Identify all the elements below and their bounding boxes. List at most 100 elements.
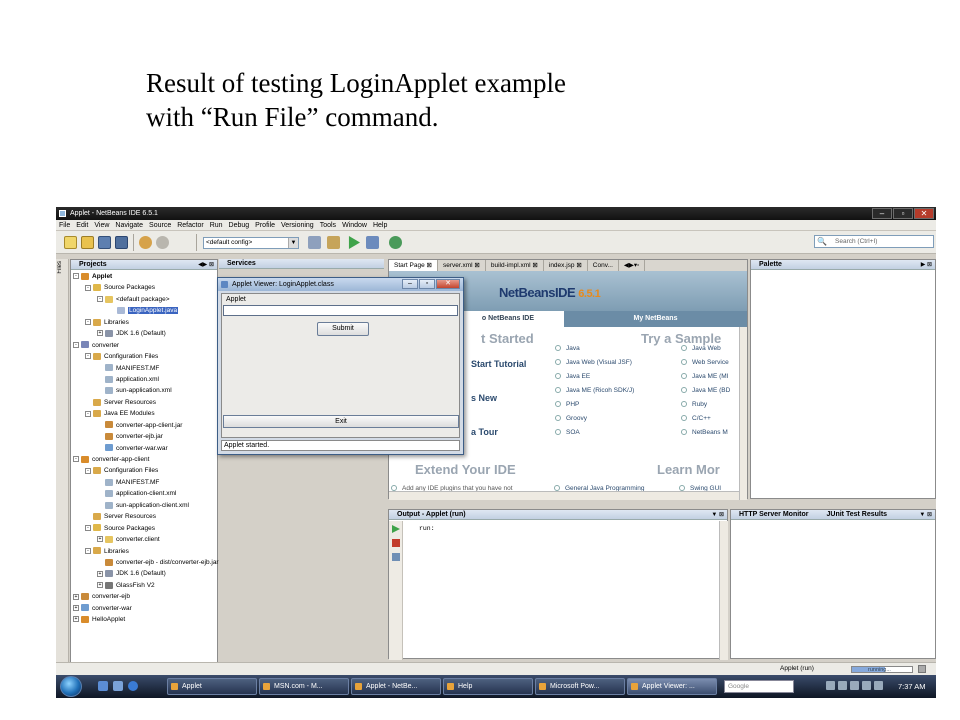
tree-node[interactable]: converter-ejb.jar xyxy=(73,431,219,442)
collapse-icon[interactable]: - xyxy=(85,353,91,360)
tab-start-page[interactable]: Start Page ⊠ xyxy=(389,260,438,271)
maximize-button[interactable]: ▫ xyxy=(893,208,913,219)
save-all-icon[interactable] xyxy=(115,236,128,249)
exit-button[interactable]: Exit xyxy=(223,415,459,428)
http-monitor-title[interactable]: HTTP Server Monitor xyxy=(739,511,809,518)
sample-link[interactable]: Java ME (MI xyxy=(681,373,728,380)
tree-node[interactable]: -<default package> xyxy=(73,294,219,305)
config-select[interactable]: <default config> ▼ xyxy=(203,237,299,249)
tree-node[interactable]: -Configuration Files xyxy=(73,351,219,362)
start-page-horizontal-scrollbar[interactable] xyxy=(389,491,739,500)
collapse-icon[interactable]: - xyxy=(97,296,103,303)
tab-scroll-arrows-icon[interactable]: ◀▶▾▫ xyxy=(619,260,646,271)
tree-node[interactable]: converter-war.war xyxy=(73,443,219,454)
collapse-icon[interactable]: - xyxy=(85,319,91,326)
build-hammer-icon[interactable] xyxy=(308,236,321,249)
tray-security-icon[interactable] xyxy=(850,681,859,690)
tab-build-impl-xml[interactable]: build-impl.xml ⊠ xyxy=(486,260,544,271)
files-side-tab[interactable]: Files xyxy=(56,259,69,669)
taskbar-item-help[interactable]: Help xyxy=(443,678,533,695)
settings-icon[interactable] xyxy=(392,553,400,561)
tree-node[interactable]: -converter-app-client xyxy=(73,454,219,465)
new-project-icon[interactable] xyxy=(64,236,77,249)
profile-icon[interactable] xyxy=(389,236,402,249)
tree-node[interactable]: +HelloApplet xyxy=(73,614,219,625)
sample-link[interactable]: Web Service xyxy=(681,359,729,366)
palette-header[interactable]: Palette ▶ ⊠ xyxy=(751,260,935,270)
show-desktop-icon[interactable] xyxy=(98,681,108,691)
tab-index-jsp[interactable]: index.jsp ⊠ xyxy=(544,260,588,271)
stop-icon[interactable] xyxy=(392,539,400,547)
sample-link[interactable]: Java xyxy=(555,345,580,352)
tree-node[interactable]: +GlassFish V2 xyxy=(73,580,219,591)
panel-controls-icon[interactable]: ▼ ⊠ xyxy=(711,512,724,518)
tree-node[interactable]: +JDK 1.6 (Default) xyxy=(73,568,219,579)
applet-minimize-button[interactable]: – xyxy=(402,279,418,289)
applet-maximize-button[interactable]: ▫ xyxy=(419,279,435,289)
tree-node[interactable]: converter-ejb - dist/converter-ejb.jar xyxy=(73,557,219,568)
tree-node[interactable]: +JDK 1.6 (Default) xyxy=(73,328,219,339)
tree-node[interactable]: LoginApplet.java xyxy=(73,305,219,316)
tree-node[interactable]: -Source Packages xyxy=(73,282,219,293)
rerun-icon[interactable] xyxy=(392,525,400,533)
start-page-vertical-scrollbar[interactable] xyxy=(739,327,747,500)
taskbar-item-applet-viewer[interactable]: Applet Viewer: ... xyxy=(627,678,717,695)
tree-node[interactable]: +converter-ejb xyxy=(73,591,219,602)
taskbar-item-applet[interactable]: Applet xyxy=(167,678,257,695)
taskbar-clock[interactable]: 7:37 AM xyxy=(898,682,926,691)
run-icon[interactable] xyxy=(348,236,360,249)
tree-node[interactable]: -Source Packages xyxy=(73,523,219,534)
menu-source[interactable]: Source xyxy=(149,222,172,229)
link-take-tour[interactable]: a Tour xyxy=(471,427,498,437)
link-whats-new[interactable]: s New xyxy=(471,393,498,403)
tree-node[interactable]: -Java EE Modules xyxy=(73,408,219,419)
applet-title-bar[interactable]: Applet Viewer: LoginApplet.class – ▫ ✕ xyxy=(218,278,463,291)
expand-icon[interactable]: + xyxy=(73,593,79,600)
close-button[interactable]: ✕ xyxy=(914,208,934,219)
output-scrollbar[interactable] xyxy=(719,521,728,660)
menu-view[interactable]: View xyxy=(94,222,110,229)
tree-node[interactable]: converter-app-client.jar xyxy=(73,420,219,431)
tray-network-icon[interactable] xyxy=(826,681,835,690)
junit-results-tab[interactable]: JUnit Test Results xyxy=(826,511,888,518)
switch-windows-icon[interactable] xyxy=(113,681,123,691)
tree-node[interactable]: +converter.client xyxy=(73,534,219,545)
link-swing-gui[interactable]: Swing GUI xyxy=(679,485,721,492)
applet-close-button[interactable]: ✕ xyxy=(436,279,460,289)
tree-node[interactable]: sun-application.xml xyxy=(73,385,219,396)
collapse-icon[interactable]: - xyxy=(85,410,91,417)
open-project-icon[interactable] xyxy=(98,236,111,249)
tray-update-icon[interactable] xyxy=(862,681,871,690)
expand-icon[interactable]: + xyxy=(97,570,103,577)
ie-icon[interactable] xyxy=(128,681,138,691)
tray-volume-icon[interactable] xyxy=(838,681,847,690)
tree-node[interactable]: Server Resources xyxy=(73,397,219,408)
minimize-button[interactable]: – xyxy=(872,208,892,219)
menu-navigate[interactable]: Navigate xyxy=(115,222,144,229)
http-monitor-header[interactable]: HTTP Server Monitor JUnit Test Results ▼… xyxy=(731,510,935,520)
panel-controls-icon[interactable]: ▶ ⊠ xyxy=(920,262,932,268)
taskbar-item-netbeans[interactable]: Applet - NetBe... xyxy=(351,678,441,695)
collapse-icon[interactable]: - xyxy=(85,284,91,291)
panel-controls-icon[interactable]: ▼ ⊠ xyxy=(919,512,932,518)
menu-debug[interactable]: Debug xyxy=(228,222,250,229)
sample-link[interactable]: Java ME (Ricoh SDK/J) xyxy=(555,387,634,394)
link-start-tutorial[interactable]: Start Tutorial xyxy=(471,359,527,369)
menu-help[interactable]: Help xyxy=(372,222,388,229)
tab-conv[interactable]: Conv... xyxy=(588,260,619,271)
tree-node[interactable]: -converter xyxy=(73,340,219,351)
menu-versioning[interactable]: Versioning xyxy=(281,222,314,229)
tree-node[interactable]: +converter-war xyxy=(73,603,219,614)
tree-node[interactable]: MANIFEST.MF xyxy=(73,363,219,374)
search-input[interactable]: 🔍 Search (Ctrl+I) xyxy=(814,235,934,248)
sample-link[interactable]: NetBeans M xyxy=(681,429,728,436)
services-header[interactable]: Services xyxy=(219,259,384,269)
sample-link[interactable]: PHP xyxy=(555,401,579,408)
tree-node[interactable]: -Configuration Files xyxy=(73,465,219,476)
redo-icon[interactable] xyxy=(156,236,169,249)
tree-node[interactable]: sun-application-client.xml xyxy=(73,500,219,511)
sample-link[interactable]: Java EE xyxy=(555,373,590,380)
menu-tools[interactable]: Tools xyxy=(319,222,337,229)
sample-link[interactable]: Java Web xyxy=(681,345,721,352)
collapse-icon[interactable]: - xyxy=(73,273,79,280)
